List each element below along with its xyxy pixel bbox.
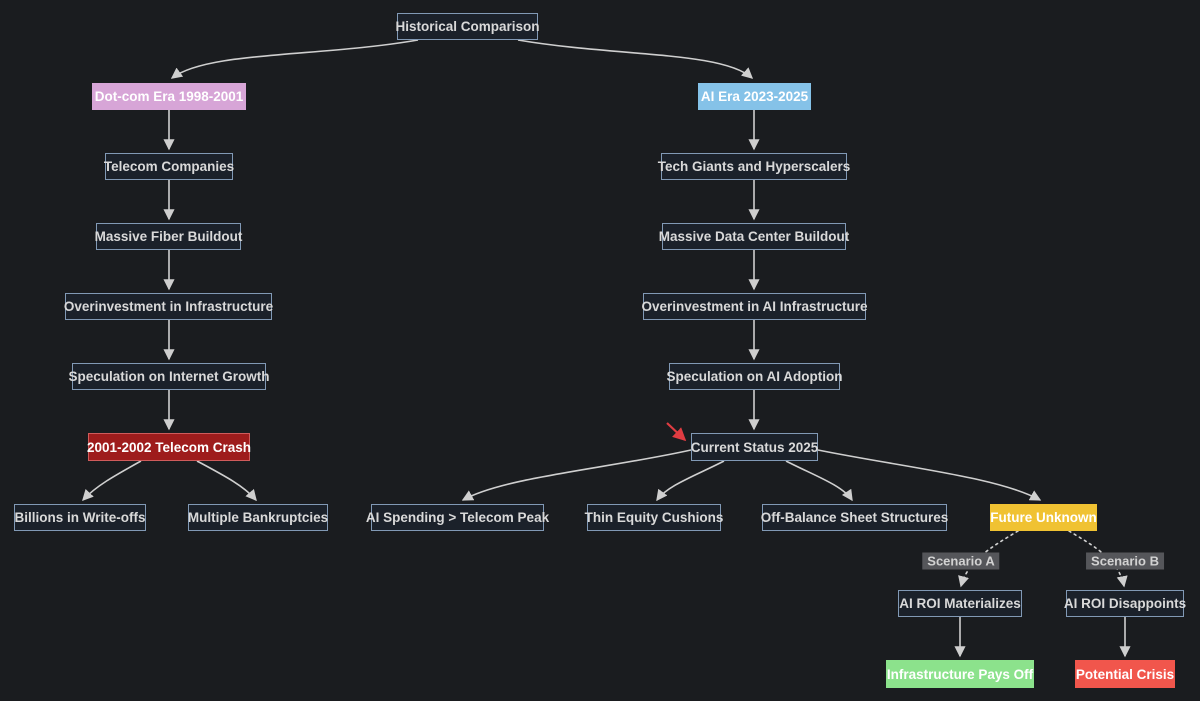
- node-billions-writeoffs: Billions in Write-offs: [14, 504, 146, 531]
- edge-historical-to-ai-era: [517, 39, 754, 79]
- node-off-balance-sheet: Off-Balance Sheet Structures: [761, 504, 948, 531]
- edge-label-scenario-a: Scenario A: [922, 552, 1000, 570]
- node-massive-datacenter-buildout: Massive Data Center Buildout: [659, 223, 849, 250]
- red-annotation-arrow: [666, 422, 687, 442]
- node-telecom-crash: 2001-2002 Telecom Crash: [87, 433, 251, 461]
- node-thin-equity-cushions: Thin Equity Cushions: [585, 504, 723, 531]
- node-ai-spending-telecom-peak: AI Spending > Telecom Peak: [366, 504, 549, 531]
- node-historical-comparison: Historical Comparison: [395, 13, 540, 40]
- edge-current-to-ai-spending: [461, 449, 692, 501]
- node-speculation-internet-growth: Speculation on Internet Growth: [69, 363, 270, 390]
- node-massive-fiber-buildout: Massive Fiber Buildout: [95, 223, 242, 250]
- node-potential-crisis: Potential Crisis: [1075, 660, 1175, 688]
- node-ai-roi-materializes: AI ROI Materializes: [898, 590, 1022, 617]
- node-dotcom-era: Dot-com Era 1998-2001: [92, 83, 246, 110]
- node-telecom-companies: Telecom Companies: [104, 153, 234, 180]
- edge-current-to-thin-equity: [656, 460, 725, 502]
- edge-historical-to-dotcom: [170, 39, 419, 79]
- node-overinvestment-infrastructure: Overinvestment in Infrastructure: [64, 293, 273, 320]
- edge-current-to-off-balance: [785, 460, 853, 502]
- node-infrastructure-pays-off: Infrastructure Pays Off: [886, 660, 1034, 688]
- edge-label-scenario-b: Scenario B: [1086, 552, 1164, 570]
- node-speculation-ai-adoption: Speculation on AI Adoption: [667, 363, 843, 390]
- edge-crash-to-writeoffs: [82, 460, 142, 502]
- node-overinvestment-ai-infrastructure: Overinvestment in AI Infrastructure: [641, 293, 868, 320]
- node-multiple-bankruptcies: Multiple Bankruptcies: [188, 504, 328, 531]
- node-current-status-2025: Current Status 2025: [691, 433, 818, 461]
- node-future-unknown: Future Unknown: [990, 504, 1097, 531]
- node-ai-era: AI Era 2023-2025: [698, 83, 811, 110]
- node-ai-roi-disappoints: AI ROI Disappoints: [1064, 590, 1186, 617]
- edge-crash-to-bankruptcies: [196, 460, 257, 502]
- edge-current-to-future-unknown: [817, 449, 1042, 501]
- node-tech-giants-hyperscalers: Tech Giants and Hyperscalers: [658, 153, 850, 180]
